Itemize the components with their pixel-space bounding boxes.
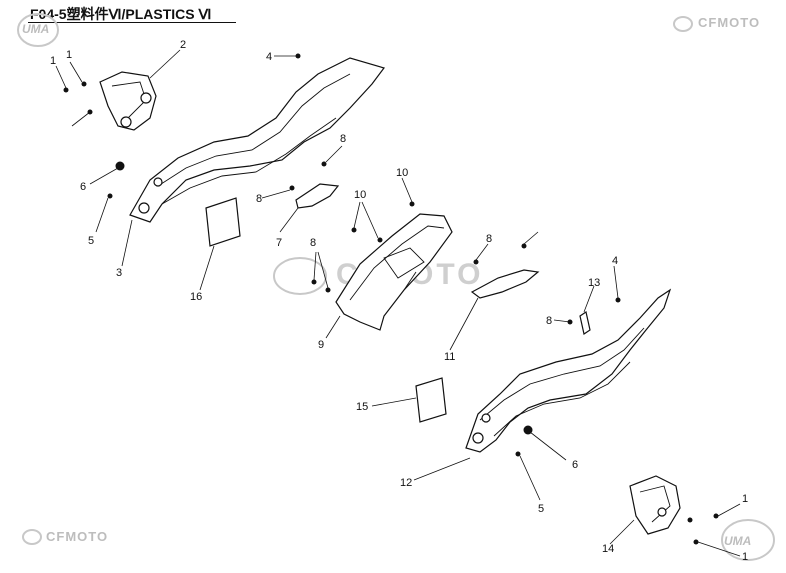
callout-9: 9: [318, 339, 324, 351]
clip-13-part: [579, 311, 591, 335]
callout-8a: 8: [340, 133, 346, 145]
cfmoto-logo-icon-top: [673, 16, 693, 32]
callout-10b: 10: [396, 167, 408, 179]
callout-3: 3: [116, 267, 122, 279]
side-cover-left-part: [129, 57, 385, 223]
title-underline: [28, 22, 236, 23]
uma-logo-ring-bottom: [721, 519, 775, 561]
callout-4a: 4: [266, 51, 272, 63]
callout-labels: 1 1 2 3 4 5 6 7 8 8 9 10 10 16 8 8 11 13…: [50, 39, 748, 563]
callout-5a: 5: [88, 235, 94, 247]
side-cover-right-part: [465, 288, 672, 453]
callout-4b: 4: [612, 255, 618, 267]
uma-watermark-top: UMA: [22, 22, 50, 36]
callout-16: 16: [190, 291, 202, 303]
callout-10a: 10: [354, 189, 366, 201]
callout-1d: 1: [742, 551, 748, 563]
callout-8e: 8: [546, 315, 552, 327]
decal-left-part: [205, 197, 241, 247]
center-tray-part: [335, 213, 453, 331]
fasteners: [63, 53, 719, 545]
callout-6a: 6: [80, 181, 86, 193]
callout-2: 2: [180, 39, 186, 51]
bracket-right-part: [629, 475, 681, 535]
callout-8b: 8: [256, 193, 262, 205]
cfmoto-watermark-bottom: CFMOTO: [46, 529, 109, 544]
callout-8d: 8: [486, 233, 492, 245]
uma-logo-ring-top: [17, 13, 59, 47]
cfmoto-watermark-top: CFMOTO: [698, 15, 761, 30]
callout-12: 12: [400, 477, 412, 489]
bracket-left-part: [99, 71, 157, 131]
small-cover-7-part: [295, 183, 340, 209]
callout-1b: 1: [66, 49, 72, 61]
callout-6b: 6: [572, 459, 578, 471]
page-title: F04-5塑料件Ⅵ/PLASTICS Ⅵ: [30, 6, 212, 22]
callout-1a: 1: [50, 55, 56, 67]
callout-8c: 8: [310, 237, 316, 249]
callout-13: 13: [588, 277, 600, 289]
callout-14: 14: [602, 543, 614, 555]
callout-11: 11: [444, 351, 455, 363]
decal-right-part: [415, 377, 447, 423]
cfmoto-logo-icon-center: [273, 257, 327, 295]
leader-lines: [55, 49, 741, 557]
callout-1c: 1: [742, 493, 748, 505]
callout-7: 7: [276, 237, 282, 249]
callout-15: 15: [356, 401, 368, 413]
uma-watermark-bottom: UMA: [724, 534, 752, 548]
callout-5b: 5: [538, 503, 544, 515]
small-cover-11-part: [470, 269, 540, 299]
cfmoto-logo-icon-bottom: [22, 529, 42, 545]
